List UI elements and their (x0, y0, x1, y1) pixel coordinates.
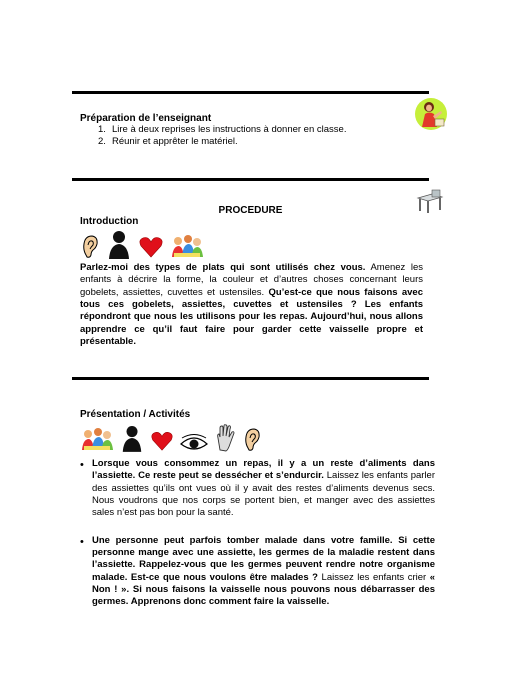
preparation-step: 2.Réunir et apprêter le matériel. (98, 136, 238, 148)
presentation-icon-row (80, 424, 262, 452)
activity-list: Lorsque vous consommez un repas, il y a … (80, 458, 435, 609)
introduction-icon-row (80, 229, 204, 259)
preparation-step: 1.Lire à deux reprises les instructions … (98, 124, 347, 135)
introduction-paragraph: Parlez-moi des types de plats qui sont u… (80, 262, 424, 348)
activity-item: Une personne peut parfois tomber malade … (80, 535, 435, 609)
section-rule-top (72, 91, 429, 94)
procedure-title: PROCEDURE (218, 205, 283, 216)
teacher-icon (414, 97, 448, 133)
classroom-desk-icon (416, 188, 444, 214)
listening-child-icon (122, 426, 142, 452)
introduction-heading: Introduction (80, 216, 139, 227)
ear-icon (83, 235, 98, 258)
section-rule-presentation (72, 377, 429, 380)
listening-child-icon (109, 231, 129, 259)
section-rule-procedure (72, 178, 429, 181)
heart-icon (139, 237, 163, 258)
hand-icon (217, 424, 235, 452)
ear-icon (245, 428, 260, 451)
preparation-steps: 1.Lire à deux reprises les instructions … (70, 124, 346, 149)
eye-icon (180, 434, 208, 450)
heart-icon (151, 432, 173, 451)
preparation-heading: Préparation de l’enseignant (80, 113, 212, 124)
presentation-heading: Présentation / Activités (80, 409, 191, 420)
group-children-icon (172, 235, 203, 257)
activity-item: Lorsque vous consommez un repas, il y a … (80, 458, 435, 520)
group-children-icon (82, 428, 113, 450)
